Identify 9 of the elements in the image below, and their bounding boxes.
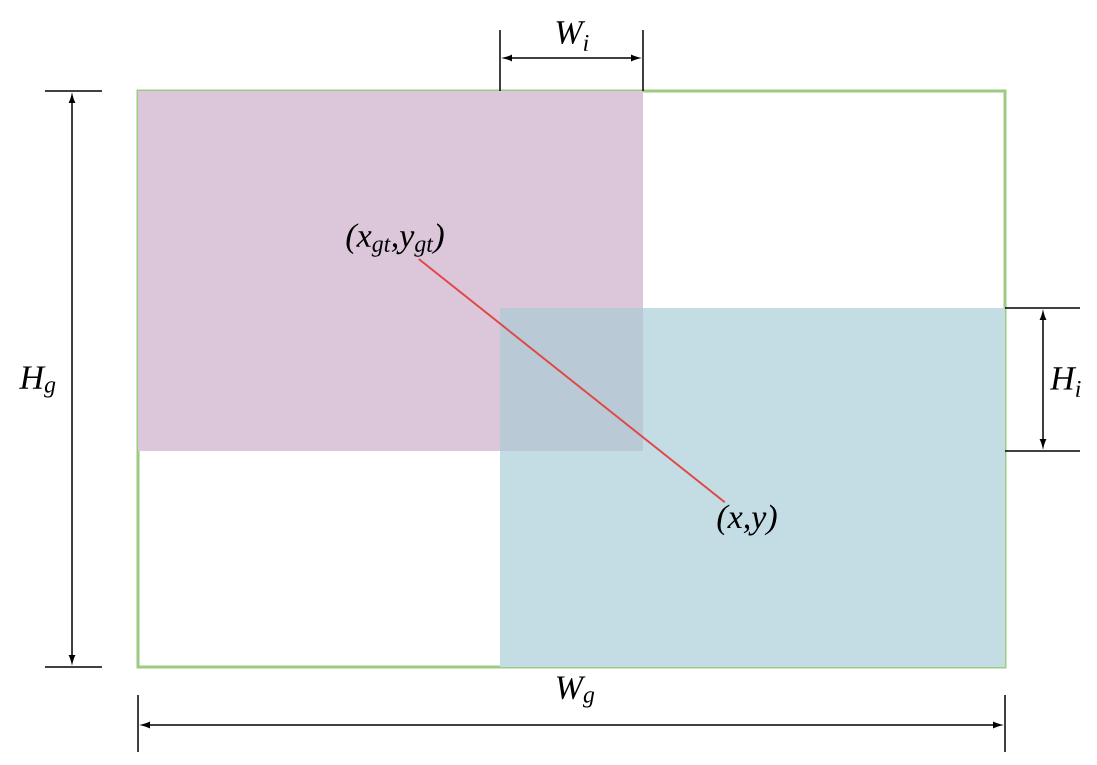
predicted-box [500,308,1005,667]
point-label: (x$_{gt}$,y$_{gt}$) [346,223,444,257]
point-label: (x,y) [717,504,777,536]
outer-box [136,89,1007,669]
dimension-label: W$_{i}$ [556,21,589,51]
dimension-label: H$_{i}$ [1049,367,1081,397]
dimension-label: H$_{g}$ [19,366,56,398]
connector-line [417,257,726,504]
dimension-label: W$_{g}$ [556,676,595,708]
